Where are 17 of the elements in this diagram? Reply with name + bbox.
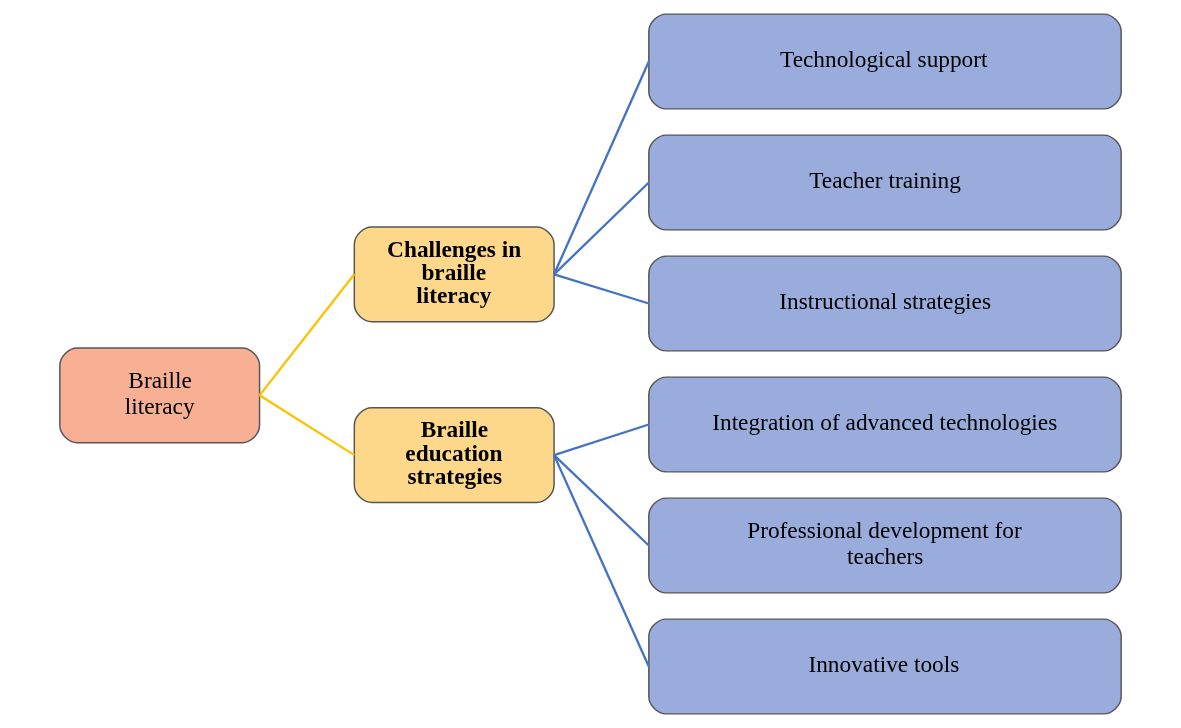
connector xyxy=(553,61,650,275)
node-box: Challenges in braille literacy xyxy=(353,226,555,323)
node-box: Innovative tools xyxy=(648,618,1122,715)
node-box: Teacher training xyxy=(648,134,1122,231)
node-box: Professional development for teachers xyxy=(648,497,1122,594)
connector xyxy=(553,454,650,547)
connector xyxy=(258,394,355,457)
connector xyxy=(258,273,356,397)
node-box: Instructional strategies xyxy=(648,255,1122,352)
node-box: Technological support xyxy=(648,13,1122,110)
connector xyxy=(553,423,650,457)
node-box: Braille literacy xyxy=(59,347,261,444)
node-box: Braille education strategies xyxy=(353,407,555,504)
connector xyxy=(553,273,650,305)
connector xyxy=(553,181,650,276)
connector xyxy=(553,454,650,667)
node-box: Integration of advanced technologies xyxy=(648,376,1122,473)
